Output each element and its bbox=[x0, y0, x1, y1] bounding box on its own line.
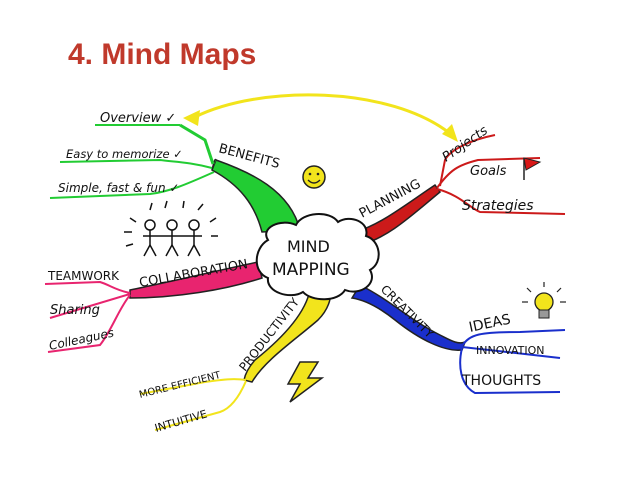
collaboration-item-sharing: Sharing bbox=[50, 303, 100, 318]
connector-arrowhead-left bbox=[183, 110, 200, 126]
creativity-line-thoughts bbox=[459, 347, 561, 395]
lightning-bolt-icon bbox=[286, 361, 325, 403]
creativity-line-innovation bbox=[461, 346, 561, 359]
connector-arrowhead-right bbox=[442, 124, 458, 142]
productivity-item-efficient: MORE EFFICIENT bbox=[138, 370, 223, 401]
benefits-line-memorize bbox=[59, 158, 213, 169]
benefits-branch-tip bbox=[211, 158, 217, 171]
planning-line-strategies bbox=[436, 188, 566, 215]
collaboration-item-colleagues: Colleagues bbox=[48, 326, 115, 353]
collaboration-branch bbox=[129, 261, 263, 299]
benefit-item-memorize: Easy to memorize ✓ bbox=[66, 147, 183, 161]
creativity-item-innovation: INNOVATION bbox=[476, 344, 545, 357]
benefits-line-simple bbox=[49, 171, 215, 199]
collaboration-item-teamwork: TEAMWORK bbox=[47, 269, 120, 283]
center-label-line2: MAPPING bbox=[272, 260, 350, 280]
collaboration-line-teamwork bbox=[44, 280, 131, 294]
collaboration-line-sharing bbox=[49, 293, 131, 319]
benefit-item-simple: Simple, fast & fun ✓ bbox=[58, 181, 179, 195]
creativity-line-ideas bbox=[461, 329, 566, 347]
benefits-line-overview bbox=[179, 123, 215, 165]
planning-line-projects bbox=[439, 134, 496, 187]
productivity-item-intuitive: INTUITIVE bbox=[153, 408, 208, 435]
smiley-face-icon bbox=[302, 165, 326, 189]
planning-item-strategies: Strategies bbox=[462, 198, 534, 214]
lightbulb-icon bbox=[522, 282, 566, 319]
center-cloud bbox=[255, 213, 380, 301]
slide-title: 4. Mind Maps bbox=[68, 38, 257, 71]
planning-item-goals: Goals bbox=[470, 164, 507, 179]
productivity-branch bbox=[243, 289, 332, 383]
productivity-line-efficient bbox=[139, 378, 247, 395]
creativity-item-thoughts: THOUGHTS bbox=[461, 373, 541, 389]
planning-branch bbox=[354, 183, 442, 246]
benefits-branch bbox=[211, 159, 301, 233]
collaboration-line-colleagues bbox=[47, 294, 131, 353]
center-label-line1: MIND bbox=[287, 237, 330, 256]
benefit-item-overview: Overview ✓ bbox=[100, 111, 176, 126]
flag-icon bbox=[523, 157, 542, 180]
benefits-planning-connector bbox=[194, 93, 453, 137]
creativity-branch bbox=[350, 284, 467, 351]
people-stick-figures-icon bbox=[124, 200, 218, 257]
productivity-line-intuitive bbox=[154, 380, 247, 431]
